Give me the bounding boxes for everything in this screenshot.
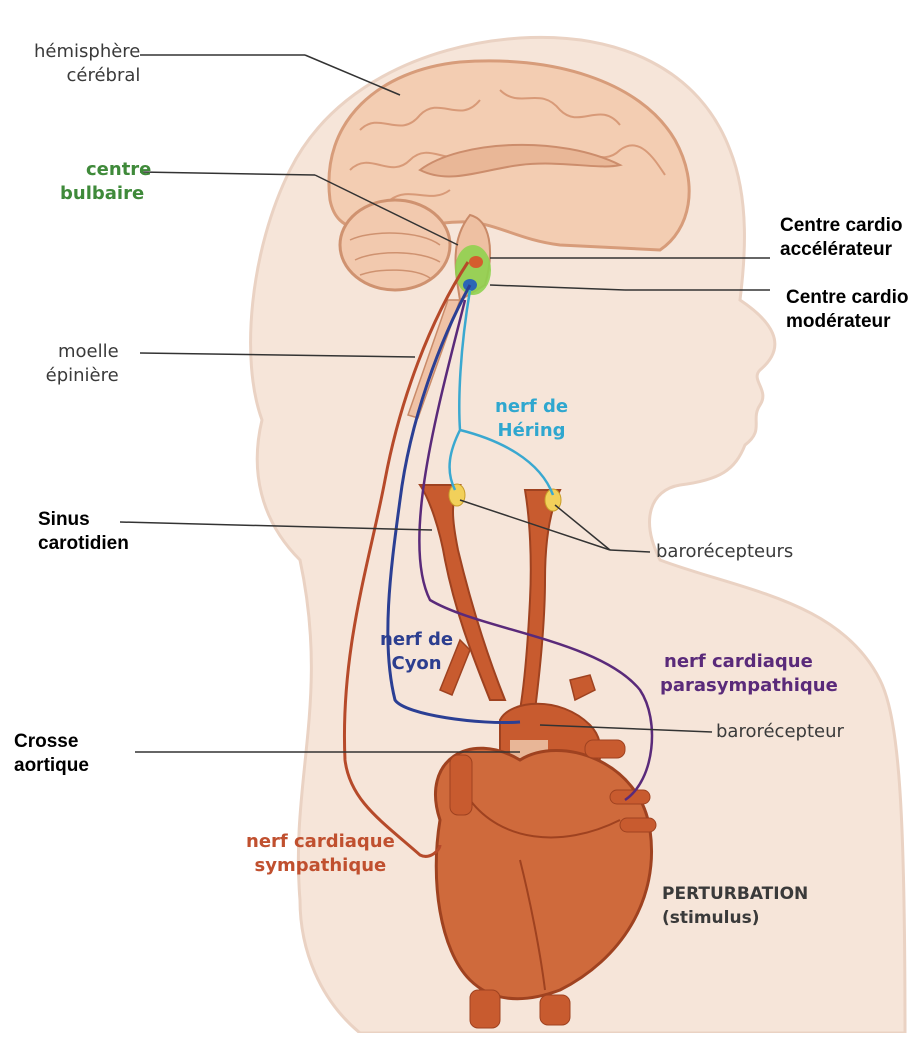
label-hemisphere-cerebral: hémisphère cérébral xyxy=(34,40,140,88)
label-text: nerf de xyxy=(380,628,453,652)
label-text: PERTURBATION xyxy=(662,882,808,906)
label-text: nerf cardiaque xyxy=(664,650,838,674)
label-text: Centre cardio xyxy=(786,286,908,310)
label-crosse-aortique: Crosse aortique xyxy=(14,730,89,778)
label-text: parasympathique xyxy=(660,674,838,698)
label-text: moelle xyxy=(58,340,119,364)
label-sinus-carotidien: Sinus carotidien xyxy=(38,508,129,556)
label-nerf-cardiaque-sympathique: nerf cardiaque sympathique xyxy=(246,830,395,878)
label-text: bulbaire xyxy=(60,182,151,206)
label-text: hémisphère xyxy=(34,40,140,64)
label-text: centre xyxy=(86,158,151,182)
label-barorecepteurs: barorécepteurs xyxy=(656,540,793,564)
label-nerf-cyon: nerf de Cyon xyxy=(380,628,453,676)
label-moelle-epiniere: moelle épinière xyxy=(44,340,119,388)
centre-cardio-accelerateur-area xyxy=(469,256,483,268)
label-text: nerf de xyxy=(495,395,568,419)
label-text: accélérateur xyxy=(780,238,902,262)
label-text: Héring xyxy=(495,419,568,443)
label-text: sympathique xyxy=(246,854,395,878)
label-text: modérateur xyxy=(786,310,908,334)
label-centre-cardio-moderateur: Centre cardio modérateur xyxy=(786,286,908,334)
label-text: nerf cardiaque xyxy=(246,830,395,854)
label-text: carotidien xyxy=(38,532,129,556)
label-nerf-cardiaque-parasympathique: nerf cardiaque parasympathique xyxy=(660,650,838,698)
label-text: Cyon xyxy=(380,652,453,676)
label-text: Sinus xyxy=(38,508,129,532)
label-centre-cardio-accelerateur: Centre cardio accélérateur xyxy=(780,214,902,262)
label-perturbation: PERTURBATION (stimulus) xyxy=(662,882,808,930)
label-text: épinière xyxy=(44,364,119,388)
label-barorecepteur: barorécepteur xyxy=(716,720,844,744)
vena-cava xyxy=(450,755,472,815)
label-centre-bulbaire: centre bulbaire xyxy=(60,158,151,206)
label-text: Crosse xyxy=(14,730,89,754)
label-text: cérébral xyxy=(50,64,140,88)
label-text: aortique xyxy=(14,754,89,778)
label-text: Centre cardio xyxy=(780,214,902,238)
carotid-baroreceptor-left xyxy=(449,484,465,506)
label-nerf-hering: nerf de Héring xyxy=(495,395,568,443)
label-text: (stimulus) xyxy=(662,906,808,930)
